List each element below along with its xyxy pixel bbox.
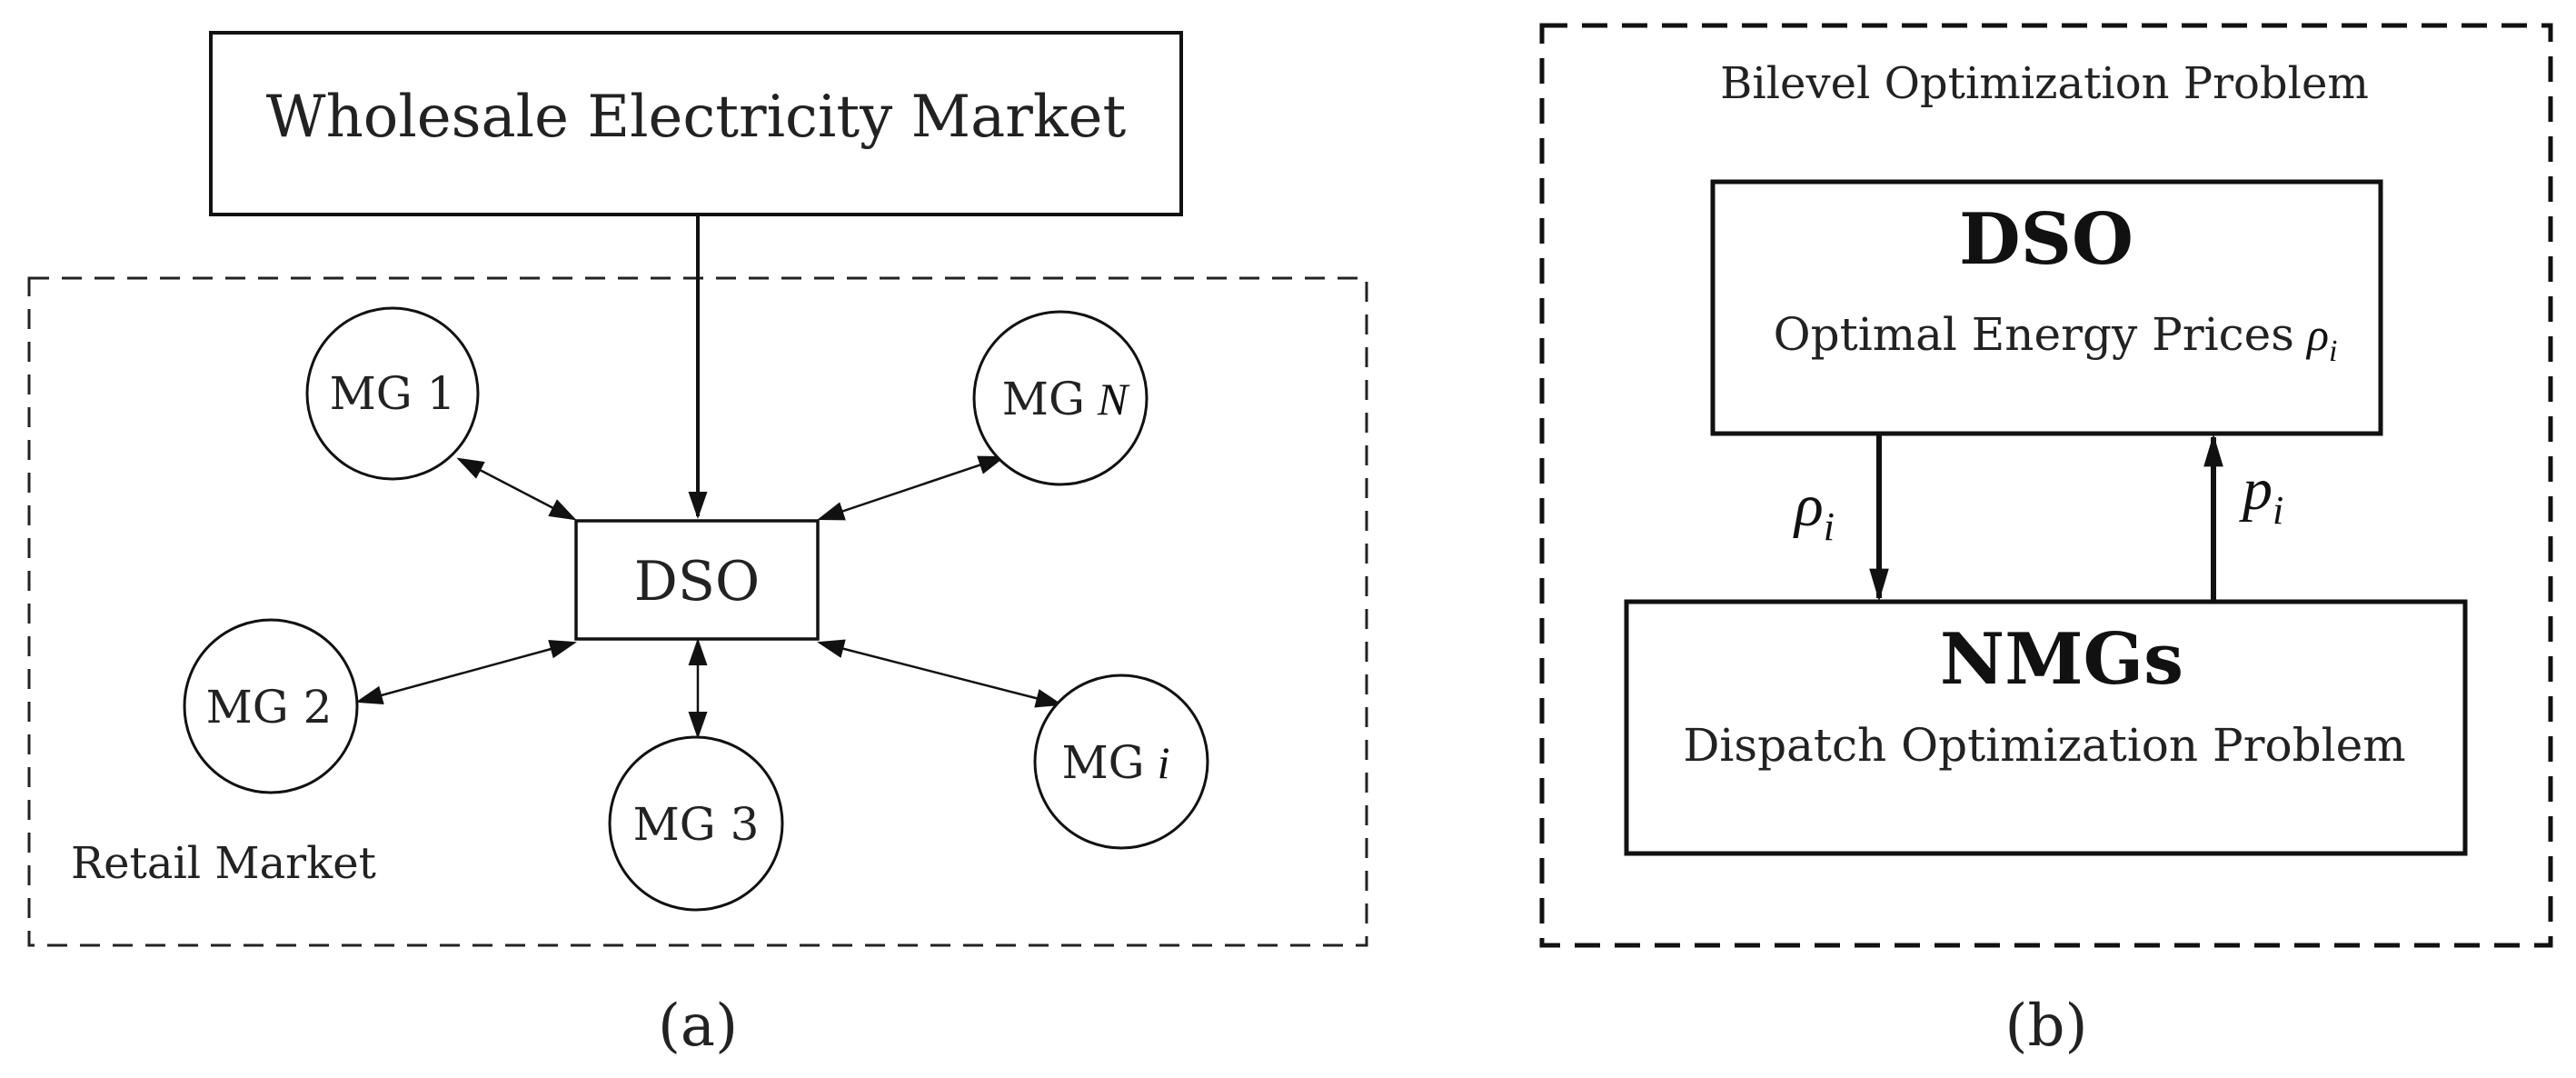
mg1-label: MG 1 (330, 367, 456, 420)
mg2-node (183, 618, 359, 794)
mg1-dso-arrow (456, 457, 577, 521)
dso-title-b: DSO (1959, 198, 2133, 281)
mgi-dso-arrow (817, 639, 1063, 708)
mg2-label: MG 2 (206, 681, 333, 734)
panel-a: Wholesale Electricity Market Retail Mark… (27, 31, 1368, 1060)
mgn-node (972, 310, 1149, 486)
dso-box-b (1710, 179, 2383, 436)
mgn-dso-arrow (817, 455, 1006, 521)
mgi-node (1033, 674, 1209, 850)
nmgs-box (1624, 599, 2468, 856)
nmgs-subtitle: Dispatch Optimization Problem (1683, 719, 2405, 772)
p-label: pi (2239, 456, 2283, 533)
rho-label: ρi (1793, 473, 1835, 549)
bilevel-region (1539, 23, 2553, 948)
panel-b: Bilevel Optimization Problem DSO Optimal… (1539, 23, 2553, 1060)
caption-a: (a) (658, 993, 738, 1060)
mg3-node (608, 735, 784, 912)
mg2-dso-arrow (355, 639, 577, 705)
mg3-label: MG 3 (633, 798, 760, 851)
caption-b: (b) (2005, 993, 2088, 1060)
mg1-node (305, 306, 480, 481)
wholesale-market-label: Wholesale Electricity Market (266, 84, 1127, 151)
bilevel-title: Bilevel Optimization Problem (1720, 58, 2369, 109)
retail-market-label: Retail Market (71, 838, 376, 889)
dso-label-a: DSO (634, 550, 760, 614)
dso-box-a (574, 519, 820, 641)
nmgs-title: NMGs (1940, 618, 2183, 701)
